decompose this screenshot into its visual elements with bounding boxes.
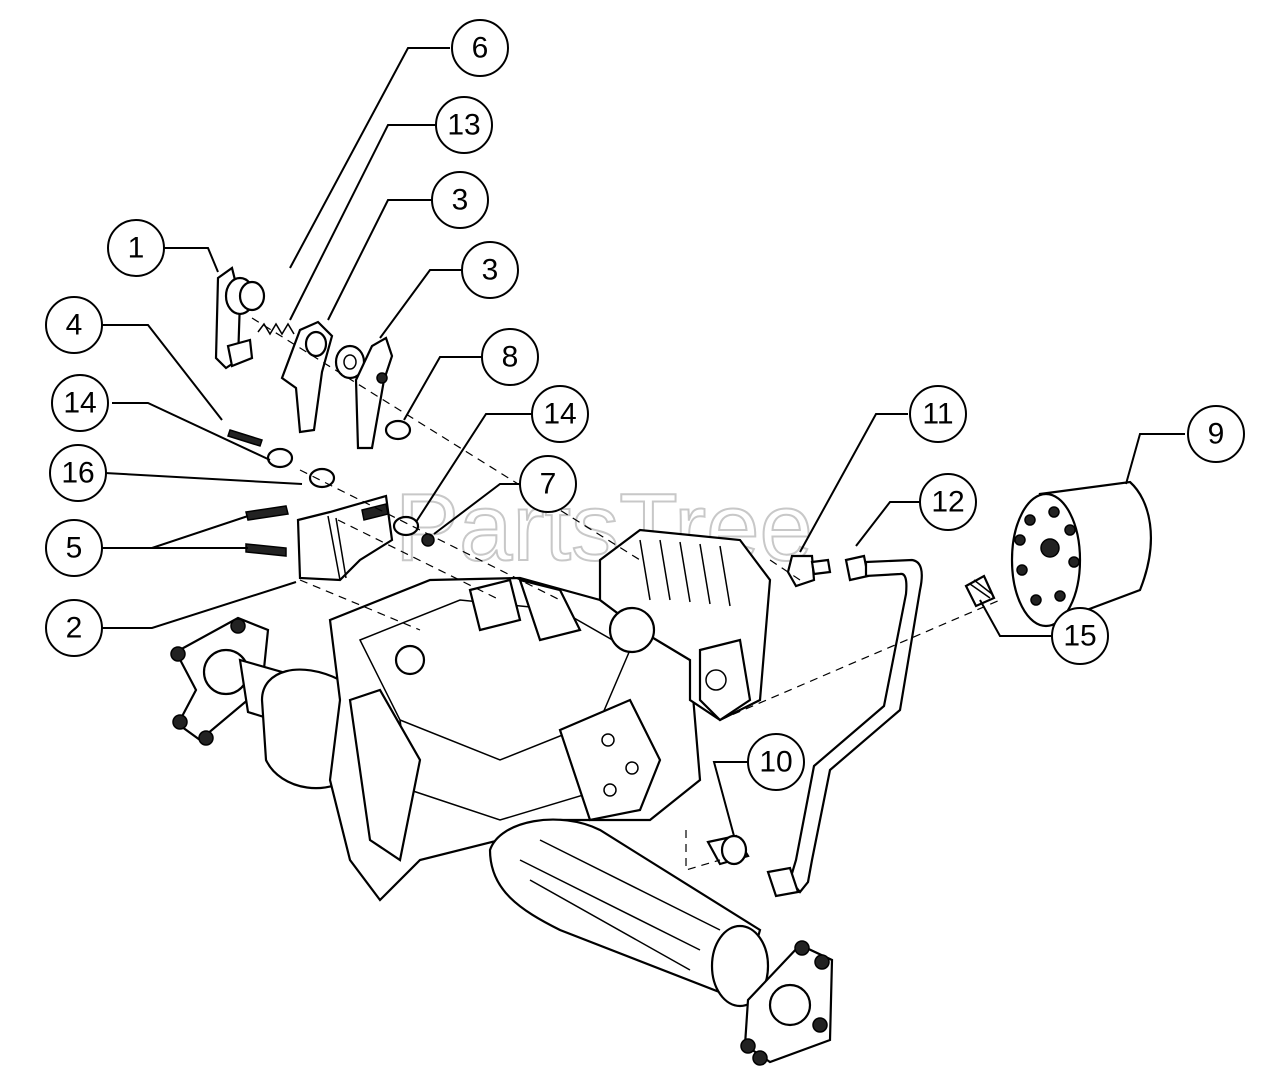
svg-text:3: 3 <box>482 254 499 287</box>
svg-text:9: 9 <box>1208 418 1225 451</box>
transaxle-assembly <box>170 528 834 1066</box>
right-axle-tube <box>488 818 762 1002</box>
svg-text:6: 6 <box>472 32 489 65</box>
callout-12: 12 <box>919 473 977 531</box>
part-8-clip <box>384 419 412 441</box>
right-wheel-hub <box>740 940 834 1066</box>
callout-11: 11 <box>909 385 967 443</box>
part-14-washer-a <box>266 447 294 469</box>
part-3-cam-plate-b <box>354 336 394 450</box>
callout-3-a: 3 <box>431 171 489 229</box>
part-1-control-arm <box>214 266 266 370</box>
callout-14-a: 14 <box>51 374 109 432</box>
svg-text:10: 10 <box>759 746 792 779</box>
svg-text:7: 7 <box>540 468 557 501</box>
svg-text:16: 16 <box>61 457 94 490</box>
svg-text:1: 1 <box>128 232 145 265</box>
callout-9: 9 <box>1187 405 1245 463</box>
callouts: 1 2 3 3 4 5 6 7 <box>45 19 1245 791</box>
svg-text:3: 3 <box>452 184 469 217</box>
svg-text:8: 8 <box>502 341 519 374</box>
callout-2: 2 <box>45 599 103 657</box>
svg-text:14: 14 <box>543 398 576 431</box>
part-5-screw-b <box>245 543 287 557</box>
part-5-screw-a <box>245 505 289 521</box>
part-14-washer-b <box>392 515 420 537</box>
oil-line-nut <box>766 866 800 898</box>
part-3-cam-plate-a <box>280 320 334 434</box>
part-9-oil-filter <box>1010 480 1152 628</box>
svg-text:15: 15 <box>1063 620 1096 653</box>
callout-8: 8 <box>481 328 539 386</box>
part-11-elbow-fitting <box>786 554 832 588</box>
oil-line <box>788 558 923 894</box>
svg-text:2: 2 <box>66 612 83 645</box>
callout-4: 4 <box>45 296 103 354</box>
part-10-fitting <box>706 834 750 866</box>
svg-text:4: 4 <box>66 309 83 342</box>
callout-13: 13 <box>435 96 493 154</box>
callout-15: 15 <box>1051 607 1109 665</box>
svg-text:12: 12 <box>931 486 964 519</box>
svg-text:5: 5 <box>66 532 83 565</box>
callout-3-b: 3 <box>461 241 519 299</box>
callout-16: 16 <box>49 444 107 502</box>
callout-5: 5 <box>45 519 103 577</box>
callout-7: 7 <box>519 455 577 513</box>
svg-text:14: 14 <box>63 387 96 420</box>
leader-lines <box>88 47 1185 837</box>
callout-10: 10 <box>747 733 805 791</box>
part-15-adapter <box>964 574 996 608</box>
svg-text:11: 11 <box>922 398 953 431</box>
callout-14-b: 14 <box>531 385 589 443</box>
part-12-fitting <box>844 554 870 582</box>
assembly-lines <box>251 317 1001 871</box>
callout-1: 1 <box>107 219 165 277</box>
callout-6: 6 <box>451 19 509 77</box>
part-16-bushing <box>308 467 336 489</box>
part-4-bolt <box>227 429 263 447</box>
part-2-bracket <box>296 494 394 582</box>
svg-text:13: 13 <box>447 109 480 142</box>
part-13-spring <box>257 322 295 336</box>
